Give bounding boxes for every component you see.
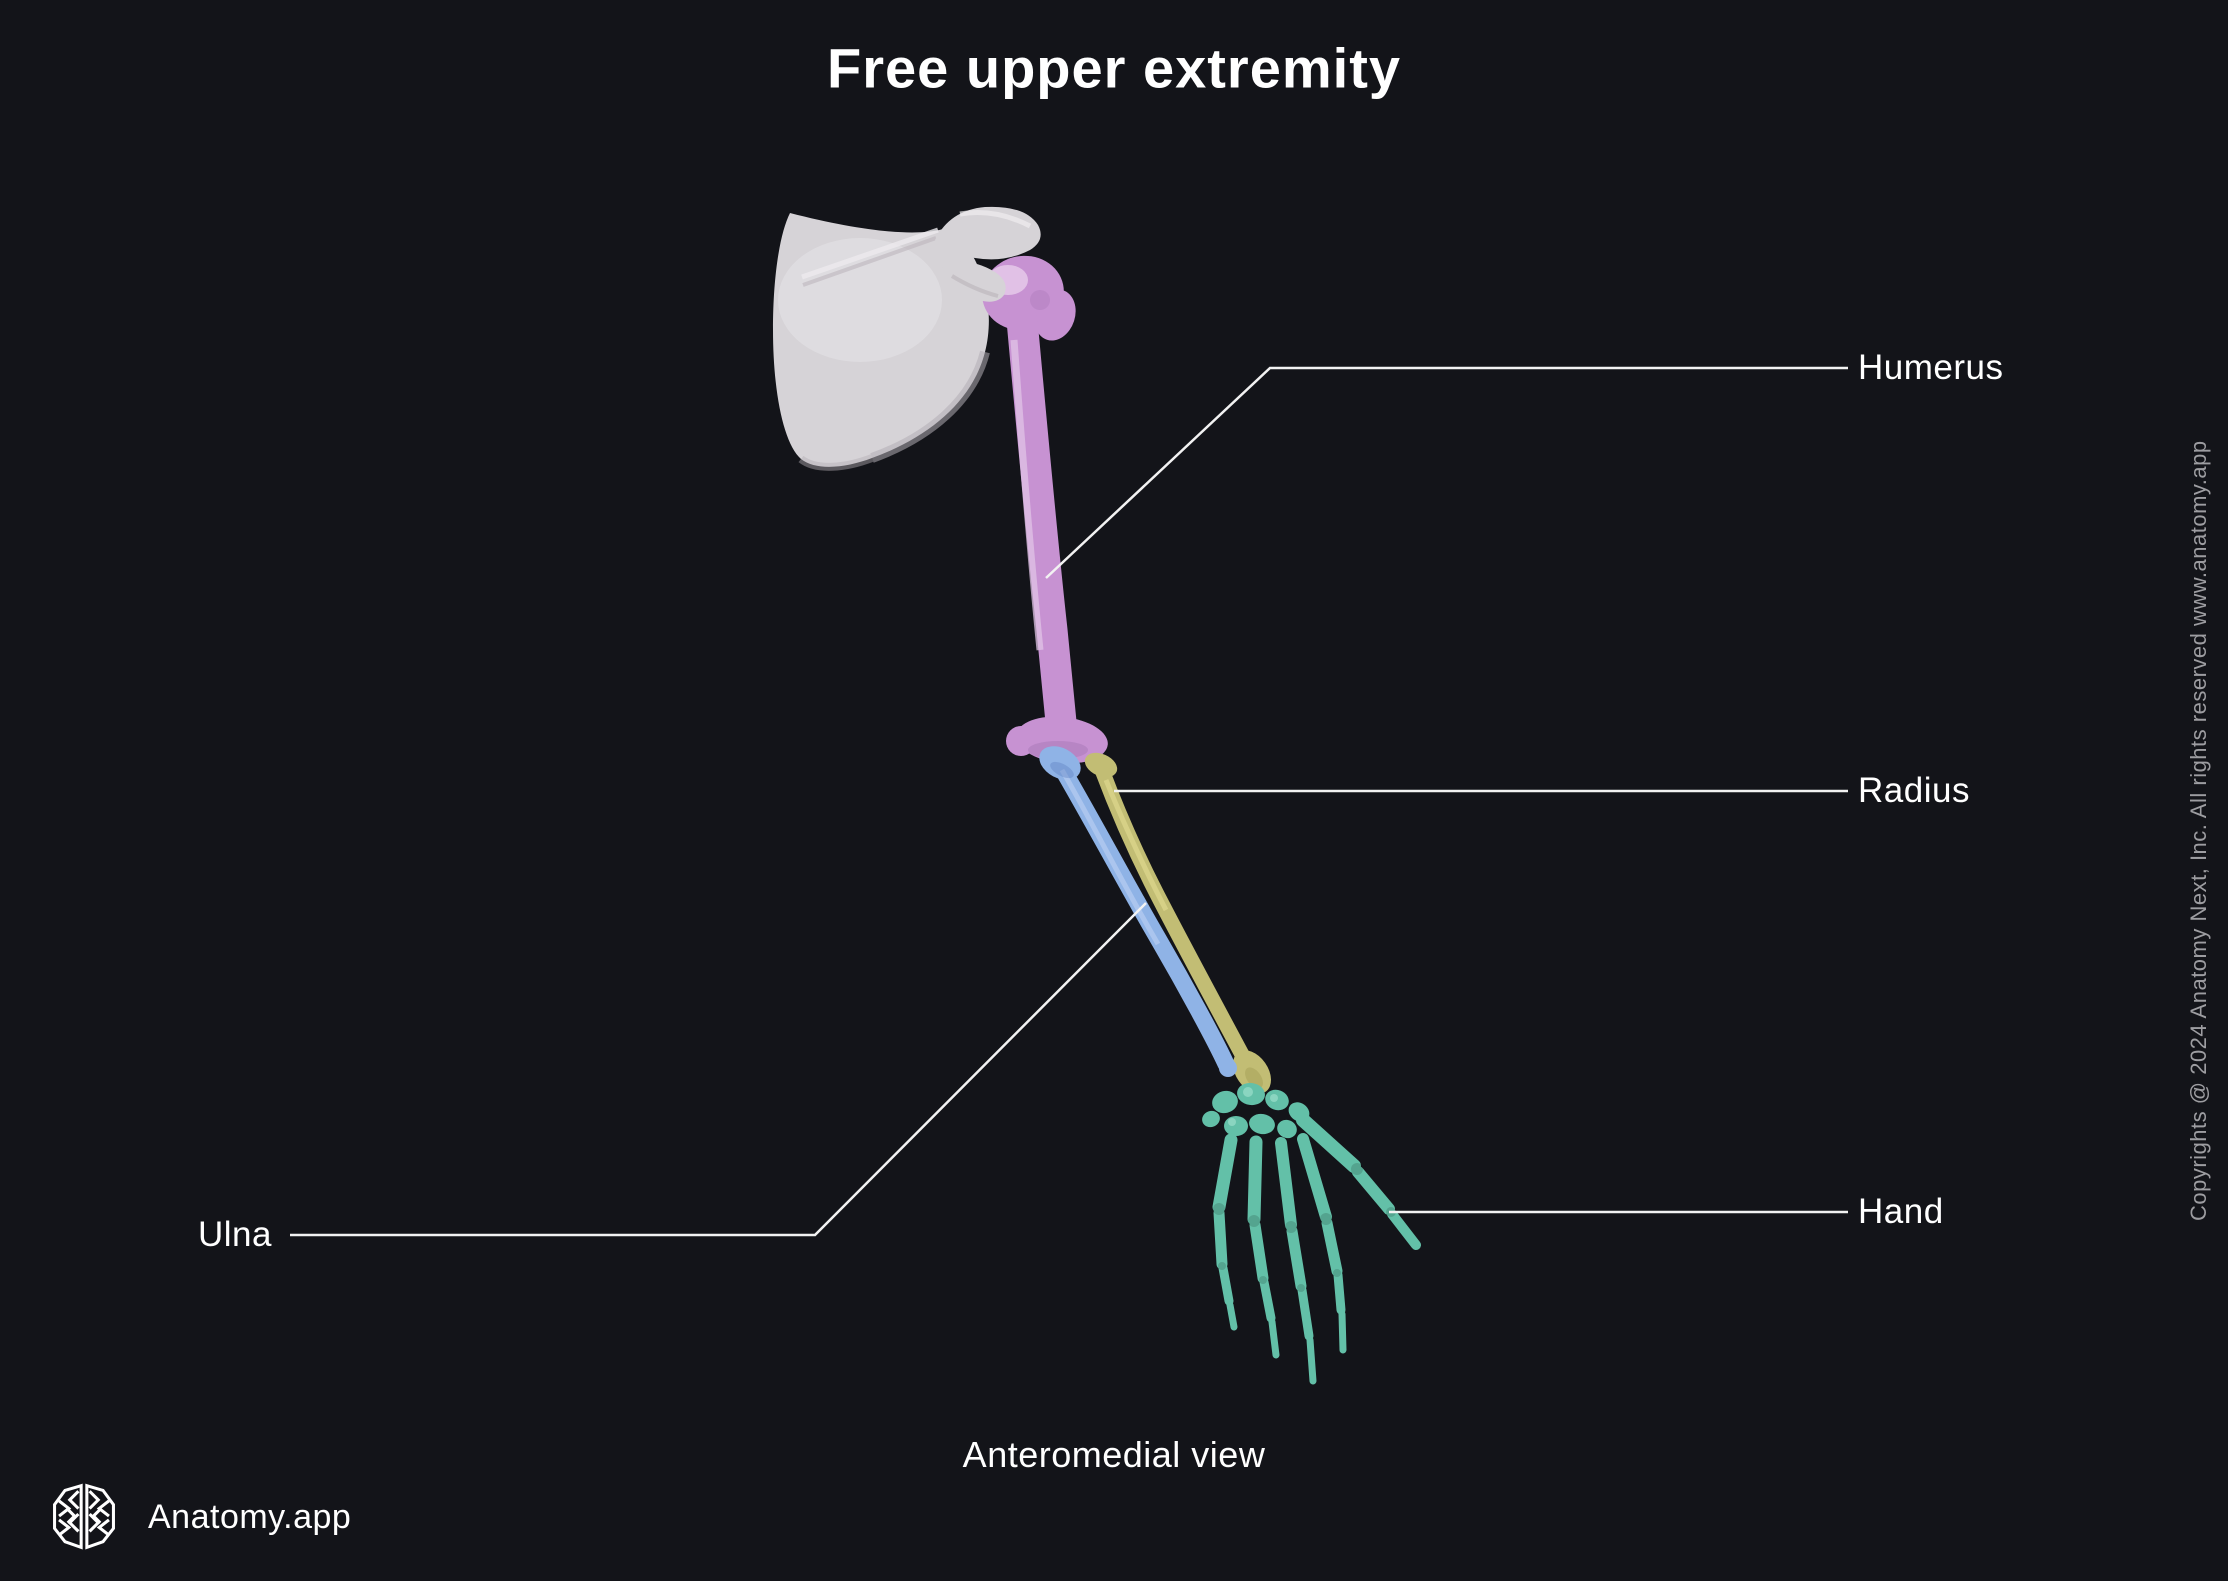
brand-lockup: Anatomy.app: [46, 1479, 351, 1555]
hand-bones: [1202, 1082, 1421, 1385]
copyright-notice: Copyrights @ 2024 Anatomy Next, Inc. All…: [2186, 440, 2211, 1222]
label-hand: Hand: [1858, 1192, 1944, 1231]
label-ulna: Ulna: [198, 1215, 272, 1254]
radius-bone: [1084, 752, 1272, 1094]
brain-icon: [53, 1483, 115, 1550]
page-title: Free upper extremity: [827, 36, 1401, 100]
ulna-leader-line: [290, 902, 1147, 1237]
label-radius: Radius: [1858, 771, 1970, 810]
brand-name: Anatomy.app: [148, 1497, 352, 1536]
label-humerus: Humerus: [1858, 348, 2004, 387]
leader-lines: [290, 366, 1848, 1237]
ulna-bone: [1039, 746, 1237, 1077]
scapula-processes: [935, 206, 1041, 302]
humerus-leader-line: [1045, 366, 1848, 579]
view-caption: Anteromedial view: [962, 1434, 1266, 1475]
humerus-bone: [982, 255, 1108, 764]
scapula-bone: [773, 213, 990, 471]
